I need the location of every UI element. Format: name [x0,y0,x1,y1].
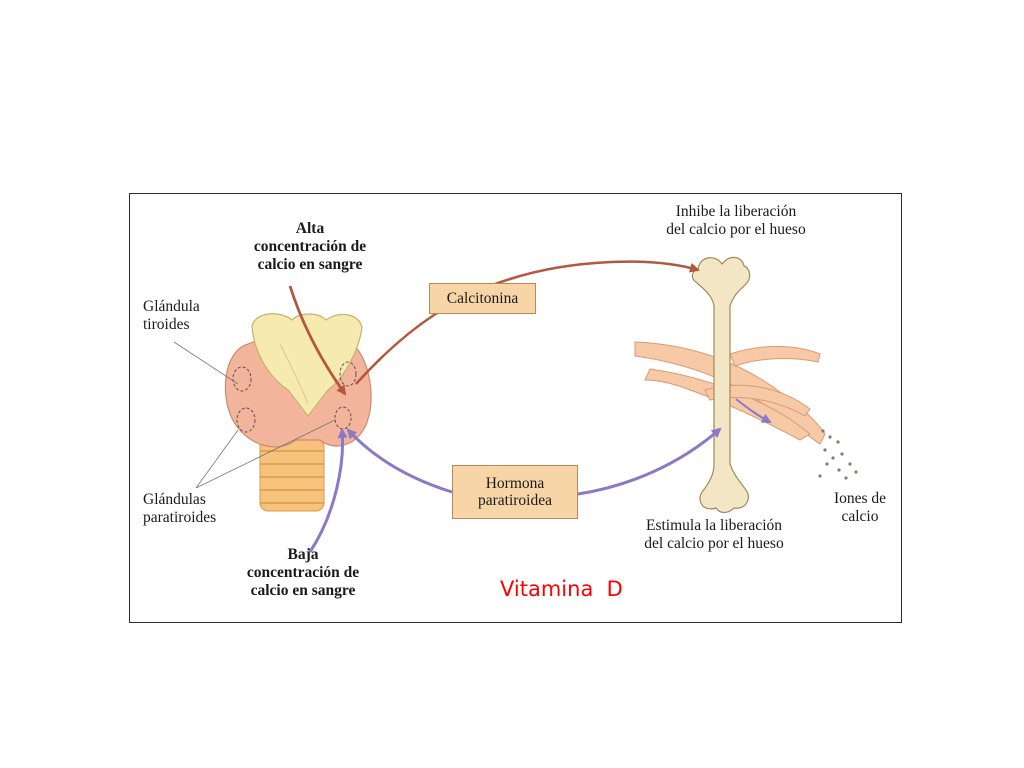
trachea [259,438,325,512]
calcium-regulation-diagram: Alta concentración de calcio en sangre G… [129,193,902,623]
stimulate-label: Estimula la liberación del calcio por el… [644,517,784,552]
bone-release-arrow [735,398,772,423]
calcitonin-arrow [355,260,700,385]
low-calcium-label: Baja concentración de calcio en sangre [246,546,360,599]
pth-to-parathyroid-arrow [346,428,453,494]
inhibit-label: Inhibe la liberación del calcio por el h… [666,203,806,238]
pth-to-bone-arrow [577,427,722,496]
vitamin-d-annotation: Vitamina D [500,577,623,601]
leader-lines [173,341,336,489]
diagram-artwork [173,256,858,553]
calcitonin-box: Calcitonina [429,283,536,314]
high-calcium-arrow [288,285,347,396]
parathyroid-glands [232,361,357,433]
calcitonin-box-label: Calcitonina [446,290,519,307]
low-calcium-arrow [308,428,348,553]
thyroid-cartilage [251,313,363,417]
parathyroid-label: Glándulas paratiroides [143,491,217,526]
high-calcium-label: Alta concentración de calcio en sangre [253,220,367,273]
pth-box-label: Hormona paratiroidea [477,475,552,509]
femur-bone [691,256,751,514]
pth-box: Hormona paratiroidea [452,465,578,519]
calcium-ions-label: Iones de calcio [833,490,887,525]
thyroid-label: Glándula tiroides [143,298,200,333]
calcium-ions [818,429,858,480]
